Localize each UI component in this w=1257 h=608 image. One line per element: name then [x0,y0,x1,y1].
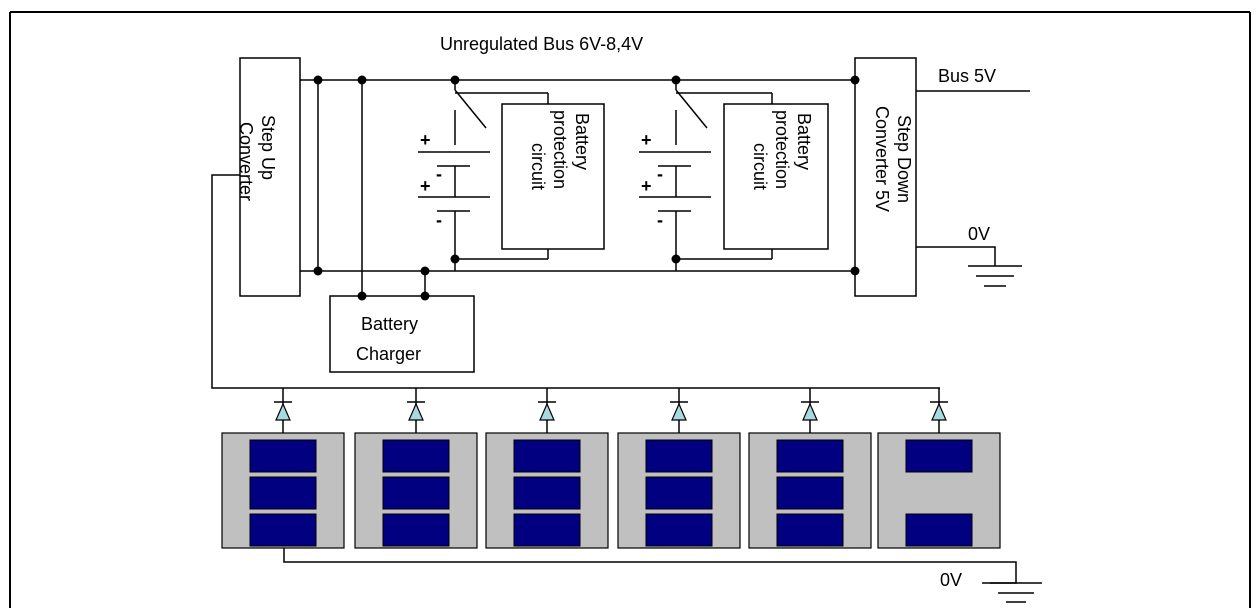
solar-cell [513,476,581,510]
solar-cell [249,439,317,473]
solar-cell [776,439,844,473]
page-border [9,11,1251,608]
solar-panel-array [221,388,1017,572]
ground-icon [982,572,1042,603]
zero-v-bottom-label: 0V [940,570,962,590]
protection-2-label-3: circuit [750,143,770,190]
solar-cell [249,513,317,547]
diode-icon [408,402,424,421]
solar-return-wire [283,548,1017,572]
solar-cell [905,513,973,547]
diode-icon [931,402,947,421]
solar-cell [513,513,581,547]
solar-cell [905,439,973,473]
diode-icon [802,402,818,421]
solar-cell [382,476,450,510]
protection-circuit-1: Battery protection circuit [501,103,605,250]
solar-cell [645,476,713,510]
solar-cell [645,513,713,547]
protection-2-label-2: protection [772,110,792,189]
minus-sign: - [657,164,663,184]
step-up-label-1: Step Up [258,115,278,180]
bus-5v-label: Bus 5V [938,66,996,86]
plus-sign: + [641,176,652,196]
charger-label-2: Charger [356,344,421,364]
plus-sign: + [420,130,431,150]
minus-sign: - [436,164,442,184]
diode-icon [275,402,291,421]
battery-1-signs: + - + - [420,130,442,230]
solar-cell [776,476,844,510]
solar-cell [645,439,713,473]
minus-sign: - [657,210,663,230]
junction-dots [313,75,860,301]
solar-cell [382,439,450,473]
battery-charger: Battery Charger [329,295,475,373]
minus-sign: - [436,210,442,230]
battery-string-1 [418,80,549,271]
solar-cell [513,439,581,473]
diode-icon [539,402,555,421]
plus-sign: + [641,130,652,150]
protection-1-label-1: Battery [572,113,592,170]
ground-icon [968,265,1022,287]
solar-cell [249,476,317,510]
protection-1-label-2: protection [550,110,570,189]
step-down-label-1: Step Down [894,115,914,203]
solar-cell [382,513,450,547]
bus-wires [211,79,1030,389]
diode-icon [671,402,687,421]
solar-cell [776,513,844,547]
step-down-label-2: Converter 5V [872,106,892,212]
protection-2-label-1: Battery [794,113,814,170]
protection-circuit-2: Battery protection circuit [723,103,829,250]
protection-1-label-3: circuit [528,143,548,190]
zero-v-right-label: 0V [968,224,990,244]
step-up-converter: Step Up Converter [236,57,301,297]
step-up-label-2: Converter [236,122,256,201]
battery-2-signs: + - + - [641,130,663,230]
charger-label-1: Battery [361,314,418,334]
unregulated-bus-label: Unregulated Bus 6V-8,4V [440,34,643,54]
plus-sign: + [420,176,431,196]
step-down-converter: Step Down Converter 5V [854,57,917,297]
